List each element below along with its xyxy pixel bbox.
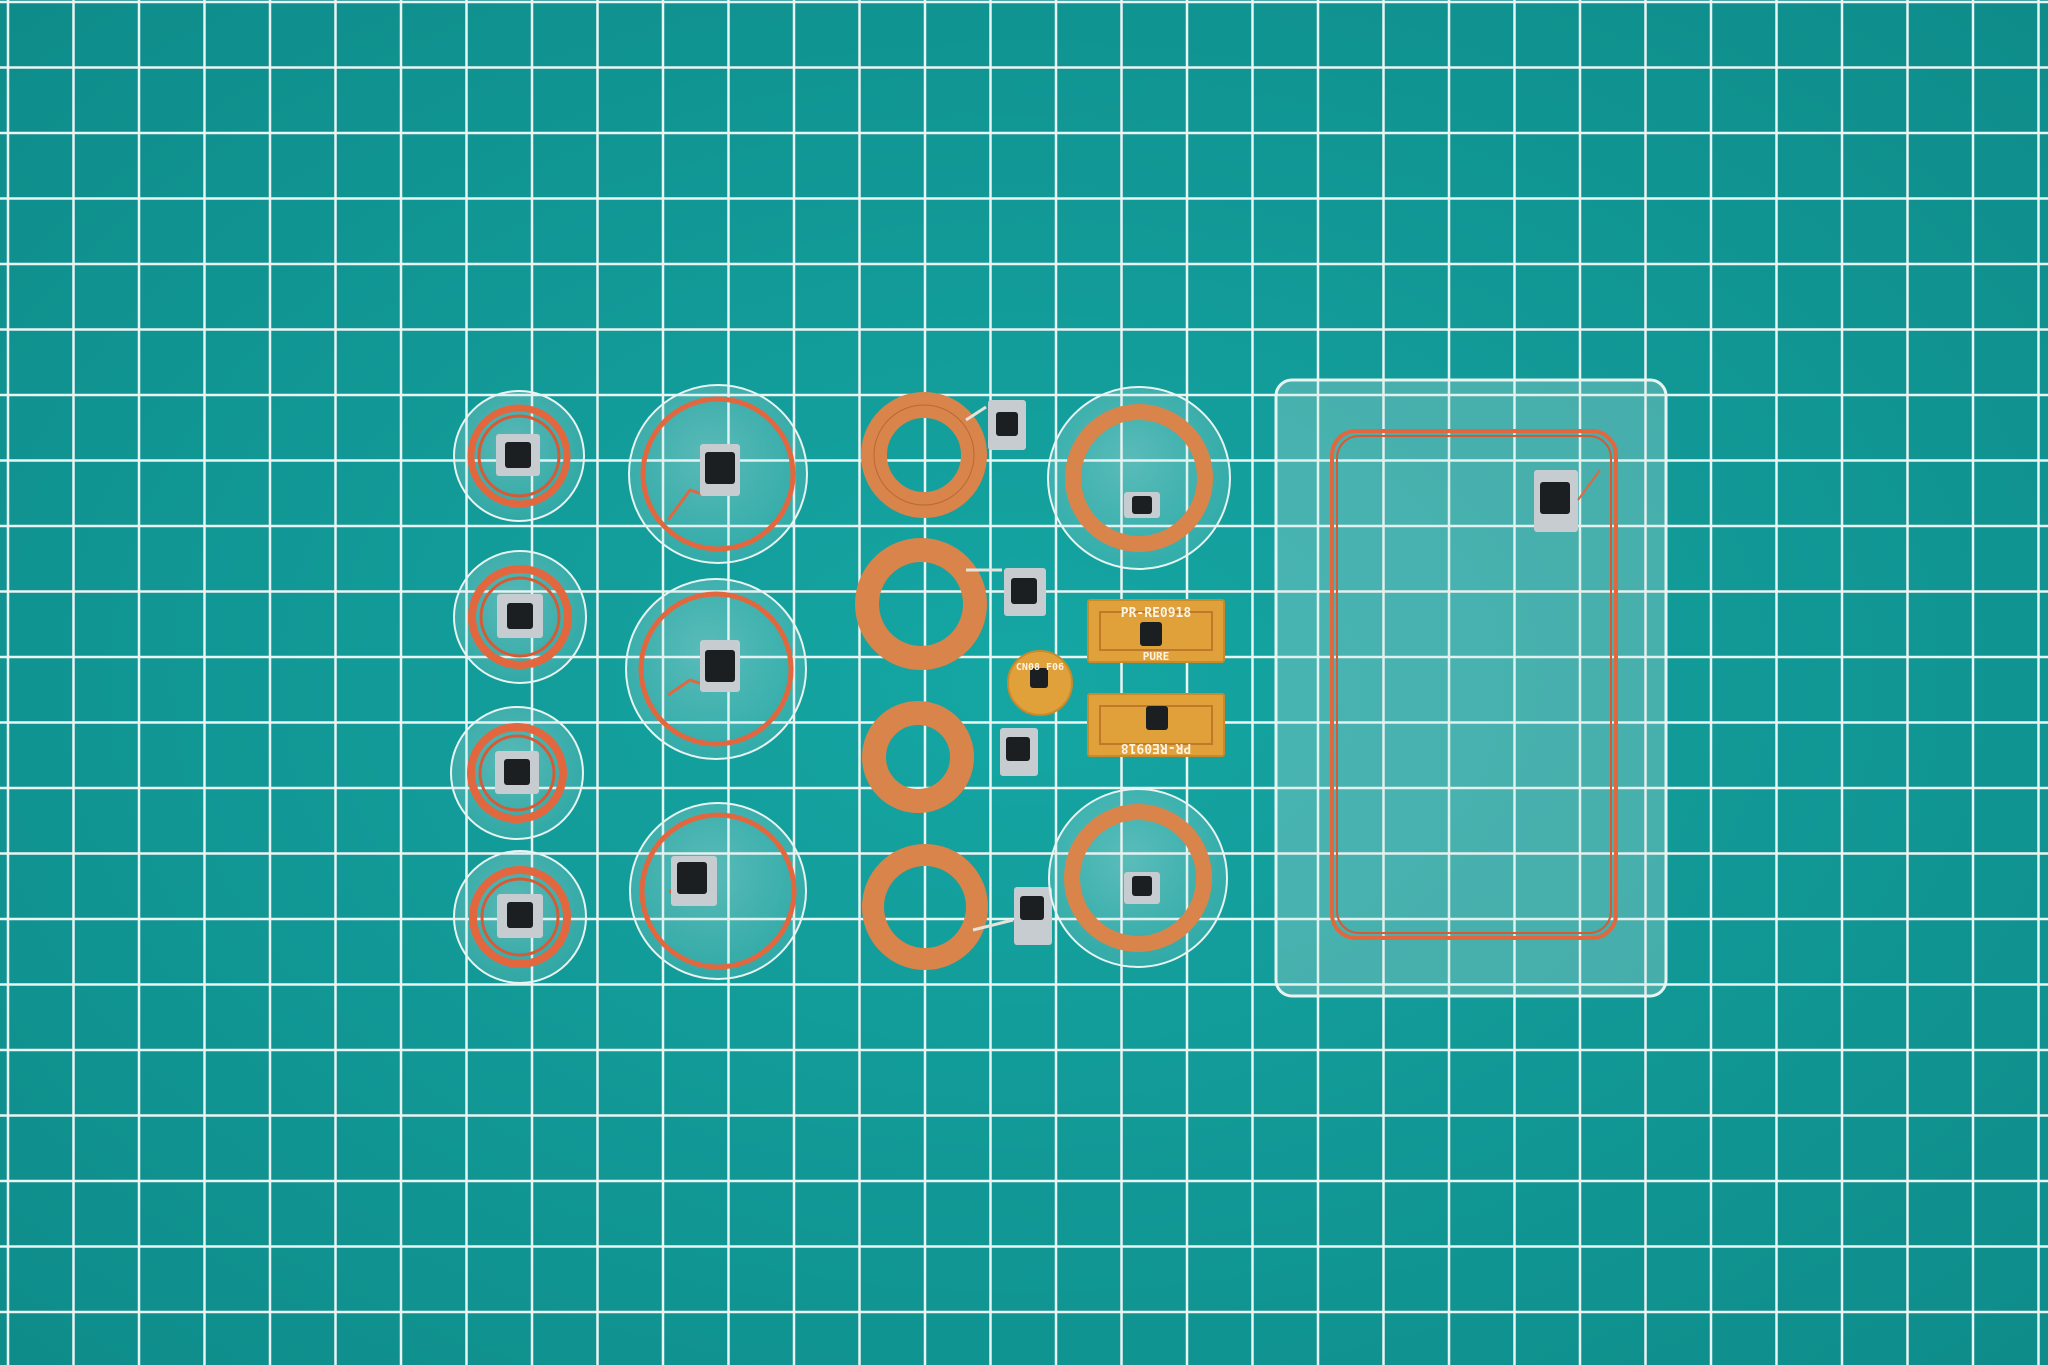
clear-rfid-card bbox=[1274, 378, 1668, 998]
inlay-bottom-label: PR-RE0918 bbox=[1121, 740, 1192, 755]
large-coil-disc-tag bbox=[1047, 386, 1231, 570]
small-disc-tag bbox=[453, 850, 587, 984]
coil-tag bbox=[862, 844, 1052, 970]
large-disc-tag bbox=[625, 578, 807, 760]
large-coil-disc-tag bbox=[1048, 788, 1228, 968]
column-coil-tags: CN08 F06 bbox=[855, 392, 1073, 970]
coil-tag bbox=[861, 392, 1026, 518]
rfid-inlay-bottom: PR-RE0918 bbox=[1087, 693, 1225, 757]
large-disc-tag bbox=[628, 384, 808, 564]
coil-tag bbox=[855, 538, 1046, 670]
large-disc-tag bbox=[629, 802, 807, 980]
small-tag-label: CN08 F06 bbox=[1016, 662, 1064, 673]
small-kapton-tag: CN08 F06 bbox=[1007, 650, 1073, 716]
coil-tag bbox=[862, 701, 1038, 813]
column-large-disc-tags bbox=[625, 384, 808, 980]
inlay-top-sublabel: PURE bbox=[1143, 650, 1170, 663]
small-disc-tag bbox=[450, 706, 584, 840]
rfid-inlay-top: PR-RE0918 PURE bbox=[1087, 599, 1225, 663]
small-disc-tag bbox=[453, 390, 585, 522]
column-small-disc-tags bbox=[450, 390, 587, 984]
small-disc-tag bbox=[453, 550, 587, 684]
inlay-top-label: PR-RE0918 bbox=[1121, 606, 1192, 621]
column-nfc-tags: PR-RE0918 PURE PR-RE0918 bbox=[1047, 386, 1231, 968]
